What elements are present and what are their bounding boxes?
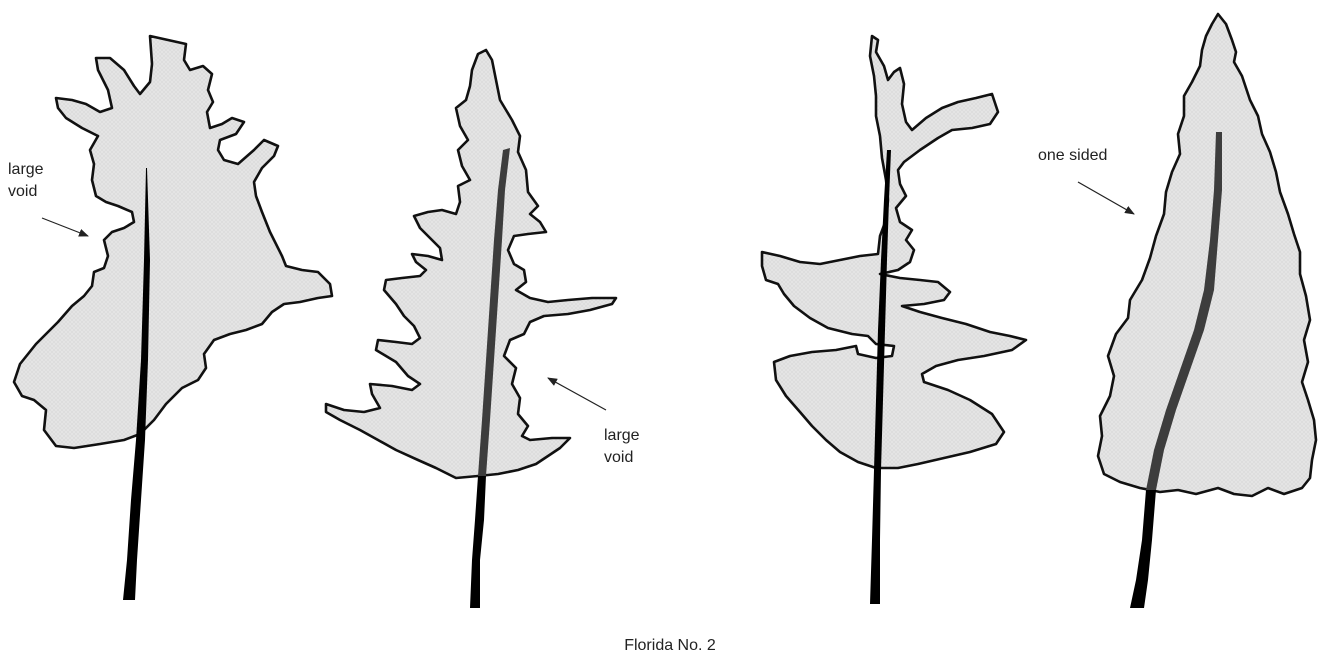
- tree-2-stem-lower: [470, 476, 486, 608]
- figure-caption: Florida No. 2: [0, 637, 1340, 655]
- annotation-line-1: large: [604, 425, 640, 447]
- tree-1: [14, 36, 332, 600]
- annotation-large-void-2: large void: [604, 425, 640, 469]
- tree-4: [1078, 14, 1316, 608]
- tree-4-crown: [1098, 14, 1316, 496]
- annotation-line-1: large: [8, 159, 44, 181]
- annotation-one-sided: one sided: [1038, 145, 1107, 167]
- tree-3: [762, 36, 1026, 604]
- arrow-icon: [548, 378, 606, 410]
- annotation-line-2: void: [8, 181, 44, 203]
- arrow-icon: [42, 218, 88, 236]
- annotation-line-1: one sided: [1038, 145, 1107, 167]
- annotation-line-2: void: [604, 447, 640, 469]
- tree-1-crown: [14, 36, 332, 448]
- annotation-large-void-1: large void: [8, 159, 44, 203]
- tree-3-crown: [762, 36, 1026, 468]
- tree-4-stem-lower: [1130, 490, 1156, 608]
- tree-2: [326, 50, 616, 608]
- arrow-icon: [1078, 182, 1134, 214]
- tree-2-crown: [326, 50, 616, 478]
